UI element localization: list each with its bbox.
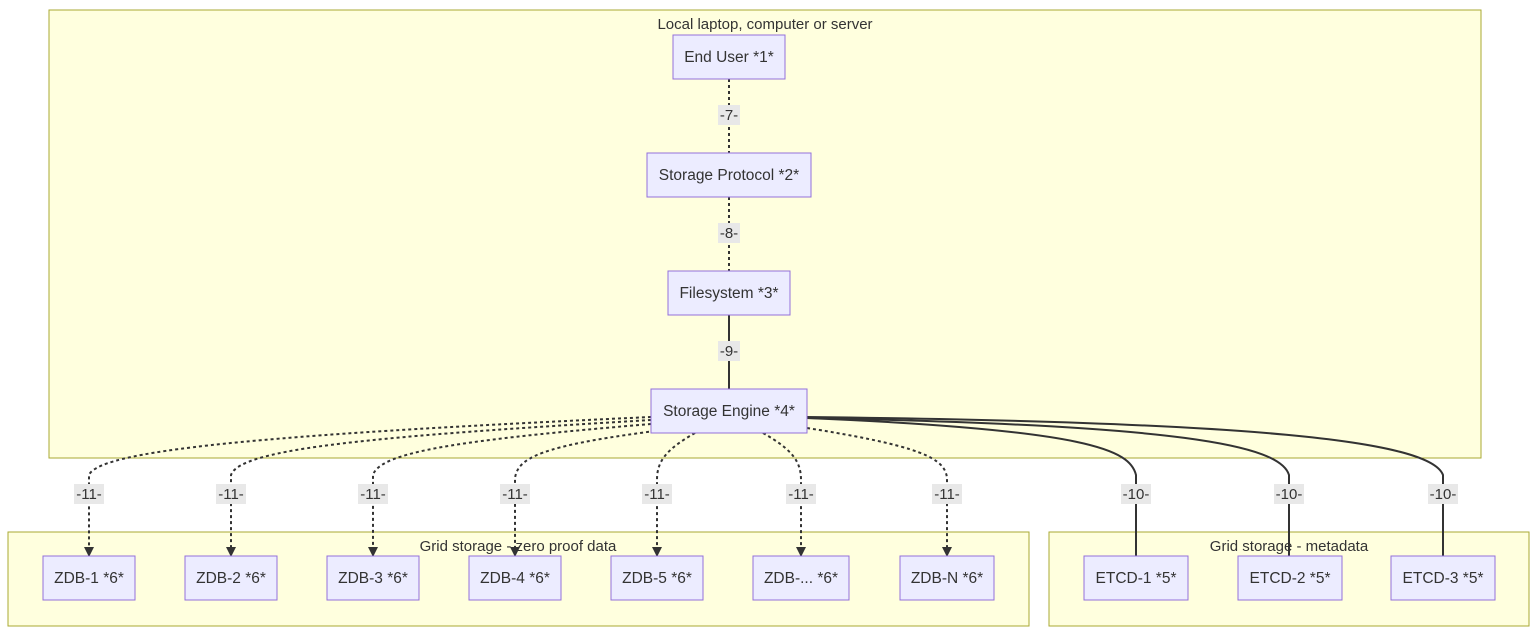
edge-label-11-zdb5: -11-	[644, 486, 670, 503]
edge-label-10-etcd3: -10-	[1430, 486, 1457, 503]
edge-engine-zdb2	[226, 419, 652, 557]
node-zdb-2-label: ZDB-2 *6*	[196, 570, 266, 587]
edge-label-11-zdb4: -11-	[502, 486, 528, 503]
edge-engine-etcd2	[806, 417, 1290, 556]
edge-label-7: -7-	[720, 107, 738, 124]
edge-label-11-zdbn: -11-	[934, 486, 960, 503]
node-etcd-3[interactable]: ETCD-3 *5*	[1390, 555, 1496, 601]
cluster-local-label: Local laptop, computer or server	[657, 16, 872, 33]
edge-labels: -7- -8- -9- -11- -11- -11- -11- -11- -11…	[74, 105, 1458, 504]
node-etcd-3-label: ETCD-3 *5*	[1403, 570, 1484, 587]
node-end-user[interactable]: End User *1*	[672, 34, 786, 80]
edge-label-10-etcd2: -10-	[1276, 486, 1303, 503]
edge-engine-zdbn	[806, 427, 952, 557]
edge-engine-etcd1	[806, 417, 1137, 556]
node-zdb-dots-label: ZDB-... *6*	[764, 570, 838, 587]
edge-engine-etcd3	[806, 416, 1444, 556]
node-etcd-2[interactable]: ETCD-2 *5*	[1237, 555, 1343, 601]
edge-label-11-zdb1: -11-	[76, 486, 102, 503]
edge-engine-zdb3	[368, 423, 652, 557]
node-filesystem-label: Filesystem *3*	[679, 285, 778, 302]
node-zdb-5[interactable]: ZDB-5 *6*	[610, 555, 704, 601]
cluster-local: Local laptop, computer or server	[48, 9, 1482, 459]
node-storage-protocol-label: Storage Protocol *2*	[659, 167, 799, 184]
node-zdb-n[interactable]: ZDB-N *6*	[899, 555, 995, 601]
node-zdb-4[interactable]: ZDB-4 *6*	[468, 555, 562, 601]
node-etcd-1[interactable]: ETCD-1 *5*	[1083, 555, 1189, 601]
edge-label-11-zdb3: -11-	[360, 486, 386, 503]
edge-engine-zdb4	[510, 430, 656, 557]
node-filesystem[interactable]: Filesystem *3*	[667, 270, 791, 316]
node-zdb-1[interactable]: ZDB-1 *6*	[42, 555, 136, 601]
edge-label-10-etcd1: -10-	[1123, 486, 1150, 503]
node-zdb-3-label: ZDB-3 *6*	[338, 570, 408, 587]
node-zdb-2[interactable]: ZDB-2 *6*	[184, 555, 278, 601]
node-storage-engine[interactable]: Storage Engine *4*	[650, 388, 808, 434]
edge-label-11-zdbdots: -11-	[788, 486, 814, 503]
node-storage-engine-label: Storage Engine *4*	[663, 403, 795, 420]
edge-label-8: -8-	[720, 225, 738, 242]
node-zdb-4-label: ZDB-4 *6*	[480, 570, 550, 587]
edge-label-9: -9-	[720, 343, 738, 360]
edge-engine-zdb1	[84, 416, 652, 557]
node-storage-protocol[interactable]: Storage Protocol *2*	[646, 152, 812, 198]
node-zdb-5-label: ZDB-5 *6*	[622, 570, 692, 587]
node-etcd-1-label: ETCD-1 *5*	[1096, 570, 1177, 587]
node-zdb-n-label: ZDB-N *6*	[911, 570, 983, 587]
cluster-zdb-label: Grid storage - zero proof data	[420, 538, 617, 555]
edge-label-11-zdb2: -11-	[218, 486, 244, 503]
node-zdb-dots[interactable]: ZDB-... *6*	[752, 555, 850, 601]
node-zdb-3[interactable]: ZDB-3 *6*	[326, 555, 420, 601]
edges	[84, 79, 1444, 557]
node-zdb-1-label: ZDB-1 *6*	[54, 570, 124, 587]
node-end-user-label: End User *1*	[684, 49, 774, 66]
node-etcd-2-label: ETCD-2 *5*	[1250, 570, 1331, 587]
